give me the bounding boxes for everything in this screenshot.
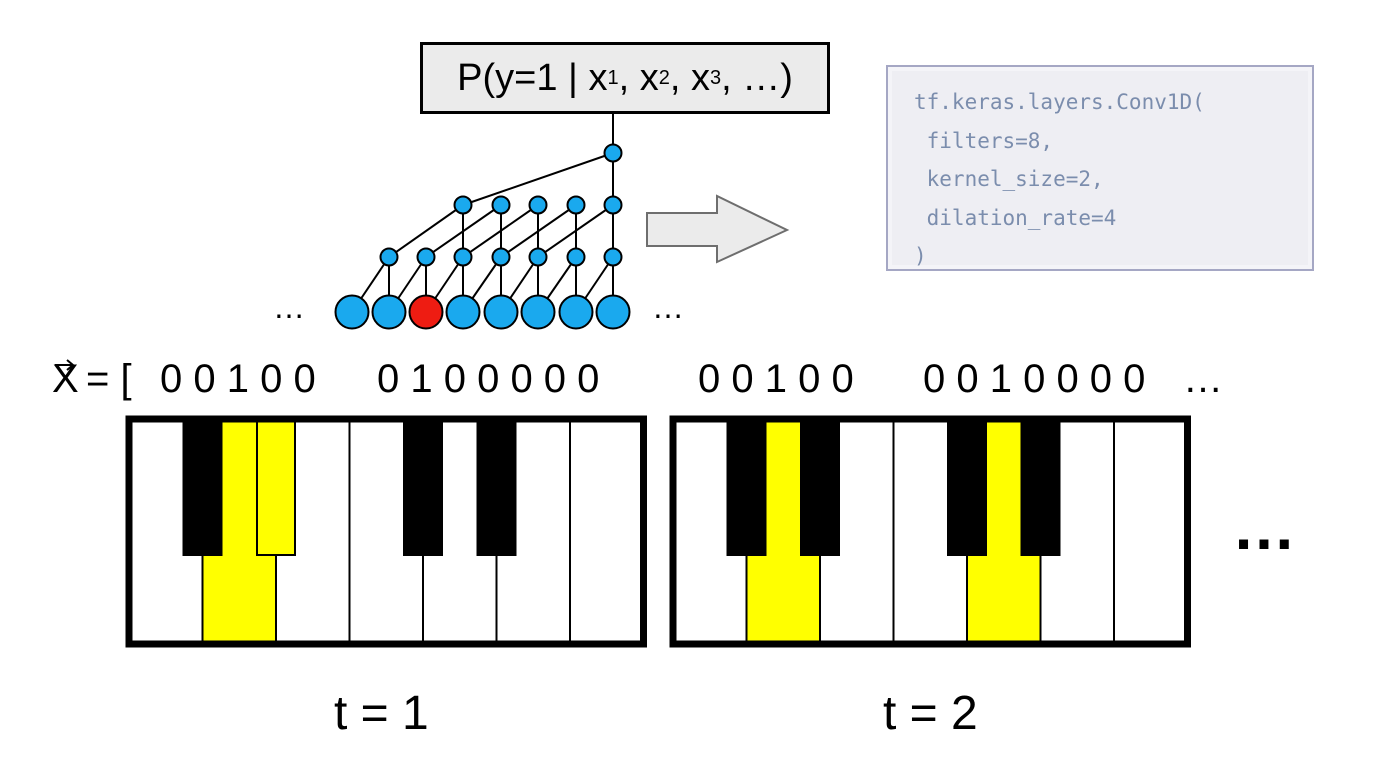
hidden-node <box>416 247 436 267</box>
input-node <box>334 294 370 330</box>
bit-group-4: 0 0 1 0 0 0 0 <box>923 357 1146 401</box>
input-node <box>595 294 631 330</box>
time-label-1: t = 1 <box>334 687 429 740</box>
hidden-node <box>453 195 473 215</box>
black-key <box>403 418 443 556</box>
black-key <box>726 418 767 556</box>
black-key-pressed <box>256 418 296 556</box>
probability-mid-1: , x <box>618 56 659 99</box>
probability-mid-2: , x <box>669 56 710 99</box>
probability-suffix: , …) <box>721 56 793 99</box>
network-edge <box>462 152 614 206</box>
hidden-node <box>491 247 511 267</box>
network-edge <box>537 204 614 258</box>
vector-symbol: X <box>52 357 79 401</box>
input-node <box>520 294 556 330</box>
hidden-node <box>603 195 623 215</box>
input-node <box>558 294 594 330</box>
network-edge <box>500 204 577 258</box>
piano-keyboards <box>125 415 1191 648</box>
probability-sub-3: 3 <box>709 66 722 89</box>
time-label-2: t = 2 <box>883 687 978 740</box>
probability-sub-2: 2 <box>658 66 670 89</box>
keyboard-border <box>125 415 647 648</box>
probability-prefix: P(y=1 | x <box>457 56 608 99</box>
trailing-dots: … <box>1232 491 1298 563</box>
probability-sub-1: 1 <box>607 66 619 89</box>
code-line: tf.keras.layers.Conv1D( <box>914 90 1205 114</box>
bit-group-2: 0 1 0 0 0 0 0 <box>377 357 600 401</box>
network-edge <box>462 204 539 258</box>
code-line: dilation_rate=4 <box>914 205 1117 230</box>
network-edge <box>388 204 464 258</box>
code-line: kernel_size=2, <box>914 167 1104 191</box>
hidden-node <box>453 247 473 267</box>
black-key <box>800 418 840 556</box>
ellipsis-right: … <box>652 289 684 325</box>
hidden-node <box>491 195 511 215</box>
sequence-ellipsis: … <box>1183 357 1223 401</box>
input-node <box>445 294 481 330</box>
input-node <box>371 294 407 330</box>
network-edge <box>425 204 502 258</box>
vector-arrow-head <box>66 359 75 371</box>
hidden-node <box>566 247 586 267</box>
piano-keyboard <box>669 415 1191 648</box>
code-line: filters=8, <box>914 128 1054 153</box>
black-key <box>947 418 987 556</box>
hidden-node <box>528 195 548 215</box>
bit-group-1: 0 0 1 0 0 <box>160 357 316 401</box>
white-key <box>1113 418 1189 645</box>
input-node <box>483 294 519 330</box>
code-line: ) <box>914 244 927 268</box>
input-node-highlighted <box>408 294 444 330</box>
bit-group-3: 0 0 1 0 0 <box>698 357 854 401</box>
black-key <box>182 418 223 556</box>
hidden-node <box>379 247 399 267</box>
piano-keyboard <box>125 415 647 648</box>
black-key <box>476 418 517 556</box>
white-key <box>569 418 645 645</box>
code-box: tf.keras.layers.Conv1D( filters=8, kerne… <box>886 65 1314 271</box>
output-node <box>603 143 623 163</box>
equals-bracket: = [ <box>86 357 132 401</box>
ellipsis-left: … <box>273 289 305 325</box>
hidden-node <box>603 247 623 267</box>
right-arrow-icon <box>646 194 790 264</box>
black-key <box>1020 418 1061 556</box>
network-nodes <box>334 143 631 330</box>
hidden-node <box>528 247 548 267</box>
hidden-node <box>566 195 586 215</box>
keyboard-border <box>669 415 1191 648</box>
